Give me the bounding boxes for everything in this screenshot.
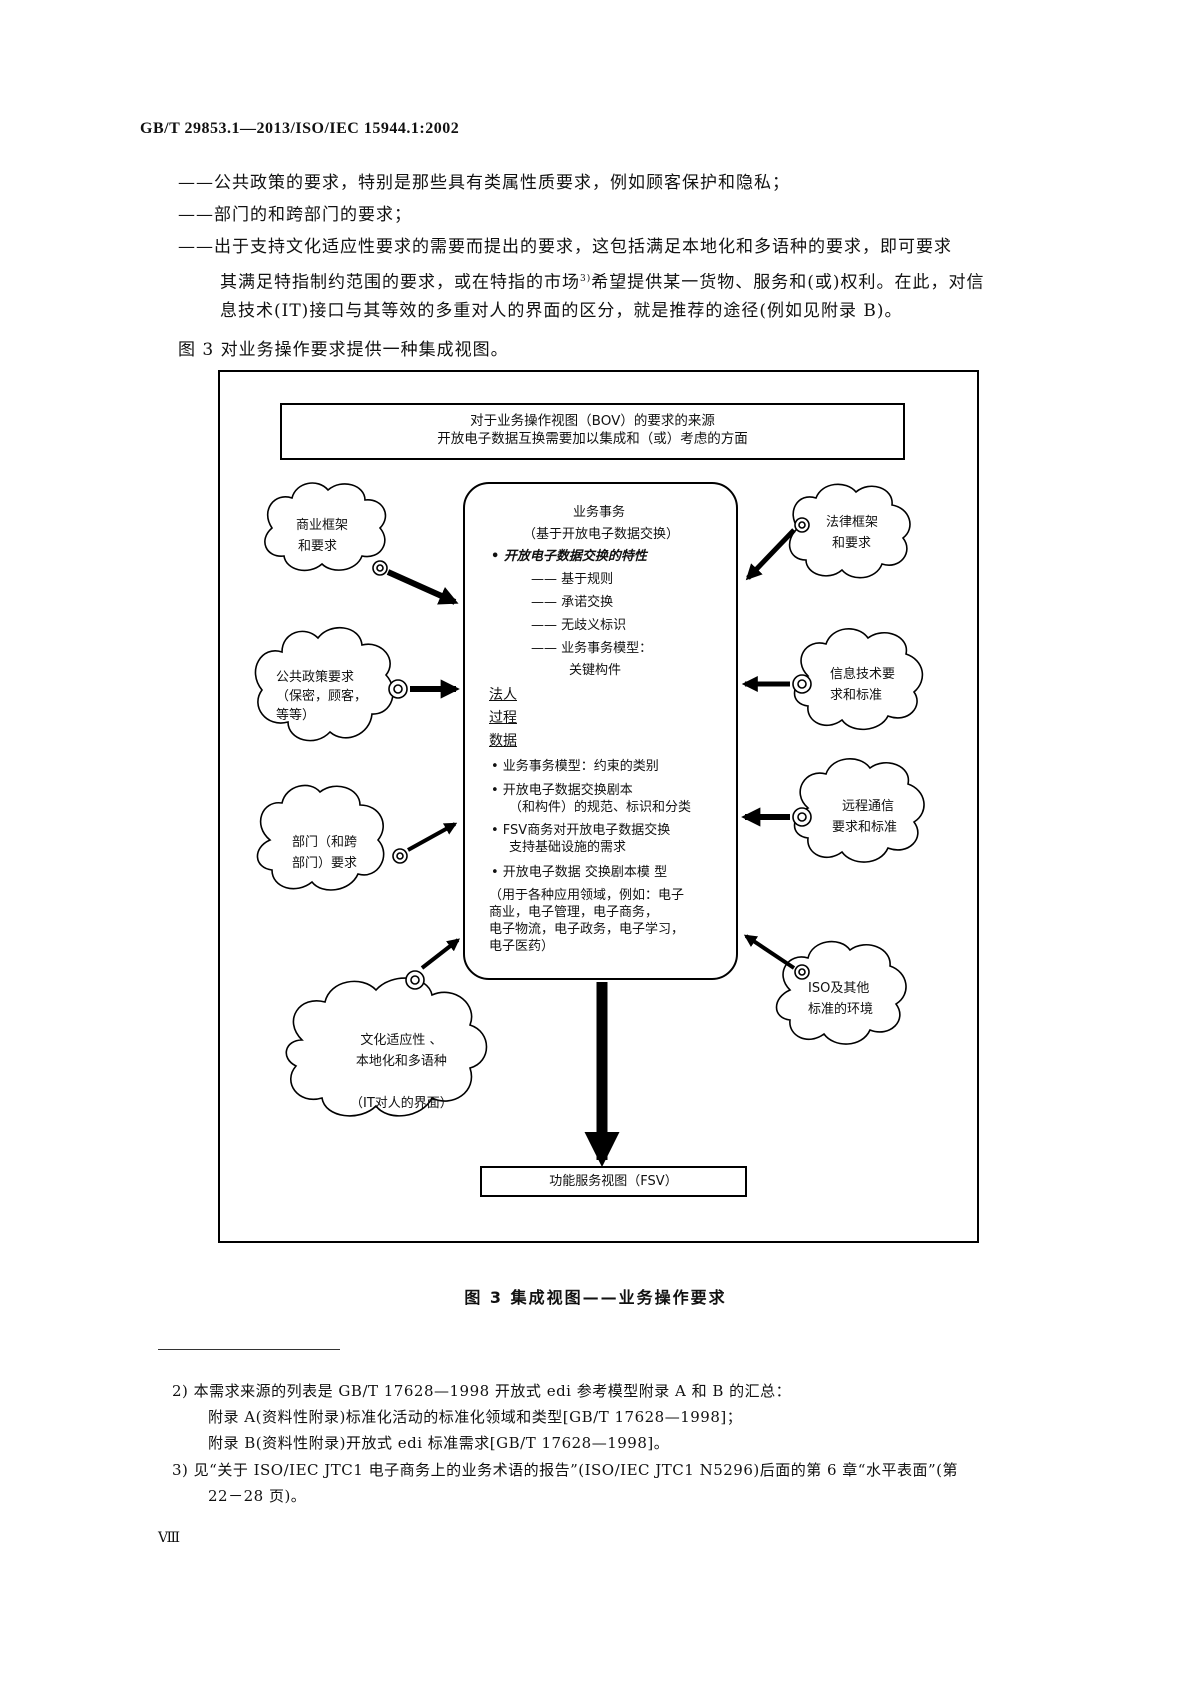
cloud-public-policy [254, 626, 394, 742]
document-header: GB/T 29853.1—2013/ISO/IEC 15944.1:2002 [140, 120, 460, 137]
footnote: 附录 A(资料性附录)标准化活动的标准化领域和类型[GB/T 17628—199… [208, 1408, 743, 1426]
list-item: 过程 [489, 710, 517, 726]
cloud-line: （IT对人的界面） [350, 1096, 453, 1111]
box-line: 开放电子数据互换需要加以集成和（或）考虑的方面 [437, 431, 748, 447]
bov-sources-box: 对于业务操作视图（BOV）的要求的来源 开放电子数据互换需要加以集成和（或）考虑… [280, 403, 905, 460]
cloud-it-standards [793, 628, 924, 731]
list-item: • 开放电子数据交换剧本 [491, 783, 633, 798]
list-item: —— 承诺交换 [531, 595, 614, 610]
cloud-line: （保密，顾客， [276, 689, 368, 704]
cloud-cultural-label: 文化适应性 、 本地化和多语种 （IT对人的界面） [350, 1030, 453, 1114]
list-item: 法人 [489, 687, 517, 703]
cloud-line: 要求和标准 [832, 820, 898, 835]
list-item: 商业，电子管理，电子商务， [489, 905, 659, 920]
cloud-telecom [793, 758, 925, 863]
list-item: 电子医药） [489, 939, 555, 954]
cloud-sector [256, 784, 385, 891]
paragraph-line: 息技术(IT)接口与其等效的多重对人的界面的区分，就是推荐的途径(例如见附录 B… [220, 301, 903, 321]
list-item: 支持基础设施的需求 [509, 840, 627, 855]
cloud-line: ISO及其他 [808, 981, 870, 996]
cloud-line [350, 1072, 453, 1093]
cloud-sector-label: 部门（和跨 部门）要求 [292, 832, 357, 874]
cloud-line: 部门）要求 [292, 856, 358, 871]
list-item: （用于各种应用领域，例如：电子 [489, 888, 685, 903]
clouds [254, 482, 925, 1117]
text-segment: 其满足特指制约范围的要求，或在特指的市场 [220, 272, 580, 293]
list-item: ——部门的和跨部门的要求； [178, 205, 412, 225]
characteristics-heading: • 开放电子数据交换的特性 [491, 549, 647, 564]
cloud-line: 公共政策要求 [276, 670, 355, 685]
arrow-cultural [420, 938, 461, 970]
cloud-business [264, 482, 387, 572]
list-item: （和构件）的规范、标识和分类 [509, 800, 692, 815]
list-item: • 业务事务模型：约束的类别 [491, 759, 659, 774]
cloud-connectors [372, 517, 812, 990]
cloud-iso-label: ISO及其他 标准的环境 [808, 978, 873, 1020]
box-title: 业务事务 [573, 505, 626, 520]
arrow-business [386, 569, 459, 605]
arrow-iso [743, 934, 796, 970]
cloud-line: 标准的环境 [808, 1002, 874, 1017]
cloud-line: 部门（和跨 [292, 835, 358, 850]
list-item: —— 无歧义标识 [531, 618, 627, 633]
figure-frame [218, 370, 979, 1243]
paragraph-line: 其满足特指制约范围的要求，或在特指的市场3)希望提供某一货物、服务和(或)权利。… [220, 264, 985, 298]
footnote: 3) 见“关于 ISO/IEC JTC1 电子商务上的业务术语的报告”(ISO/… [172, 1461, 959, 1479]
cloud-line: 和要求 [832, 536, 872, 551]
text-segment: 希望提供某一货物、服务和(或)权利。在此，对信 [591, 272, 985, 293]
fsv-box: 功能服务视图（FSV） [480, 1166, 747, 1197]
list-item: —— 基于规则 [531, 572, 614, 587]
list-item: • FSV商务对开放电子数据交换 [491, 823, 671, 838]
cloud-cultural [285, 977, 488, 1117]
cloud-telecom-label: 远程通信 要求和标准 [832, 796, 897, 838]
cloud-line: 信息技术要 [830, 667, 896, 682]
arrow-sector [407, 822, 458, 852]
list-item: ——公共政策的要求，特别是那些具有类属性质要求，例如顾客保护和隐私； [178, 173, 790, 193]
footnote: 2) 本需求来源的列表是 GB/T 17628—1998 开放式 edi 参考模… [172, 1382, 792, 1400]
cloud-line: 求和标准 [830, 688, 883, 703]
footnote: 22－28 页)。 [208, 1487, 307, 1505]
page-number: Ⅷ [158, 1530, 181, 1546]
cloud-line: 本地化和多语种 [355, 1054, 447, 1069]
cloud-iso [775, 940, 907, 1045]
cloud-legal [788, 483, 911, 579]
cloud-business-label: 商业框架 和要求 [296, 515, 348, 557]
list-item: ——出于支持文化适应性要求的需要而提出的要求，这包括满足本地化和多语种的要求，即… [178, 237, 952, 257]
figure-intro: 图 3 对业务操作要求提供一种集成视图。 [178, 340, 509, 360]
cloud-line: 等等） [276, 708, 316, 723]
list-item: —— 业务事务模型： [531, 641, 653, 656]
cloud-it-standards-label: 信息技术要 求和标准 [830, 664, 895, 706]
box-subtitle: （基于开放电子数据交换） [523, 527, 680, 542]
arrow-legal [745, 528, 796, 581]
footnote: 附录 B(资料性附录)开放式 edi 标准需求[GB/T 17628—1998]… [208, 1434, 670, 1452]
footnote-divider [158, 1349, 340, 1350]
cloud-legal-label: 法律框架 和要求 [826, 512, 878, 554]
figure-caption: 图 3 集成视图——业务操作要求 [464, 1288, 727, 1307]
list-item: 数据 [489, 733, 517, 749]
arrows [386, 528, 796, 1168]
cloud-line: 和要求 [298, 539, 338, 554]
cloud-public-policy-label: 公共政策要求 （保密，顾客， 等等） [276, 668, 367, 725]
cloud-line: 商业框架 [296, 518, 349, 533]
box-line: 对于业务操作视图（BOV）的要求的来源 [470, 413, 715, 429]
footnote-ref[interactable]: 3) [580, 274, 592, 284]
list-item: 关键构件 [569, 663, 622, 678]
cloud-line: 法律框架 [826, 515, 879, 530]
list-item: • 开放电子数据 交换剧本模 型 [491, 865, 668, 880]
cloud-line: 文化适应性 、 [360, 1033, 443, 1048]
list-item: 电子物流，电子政务，电子学习， [489, 922, 685, 937]
business-transaction-box: 业务事务 （基于开放电子数据交换） • 开放电子数据交换的特性 —— 基于规则 … [463, 482, 738, 980]
cloud-line: 远程通信 [842, 799, 895, 814]
